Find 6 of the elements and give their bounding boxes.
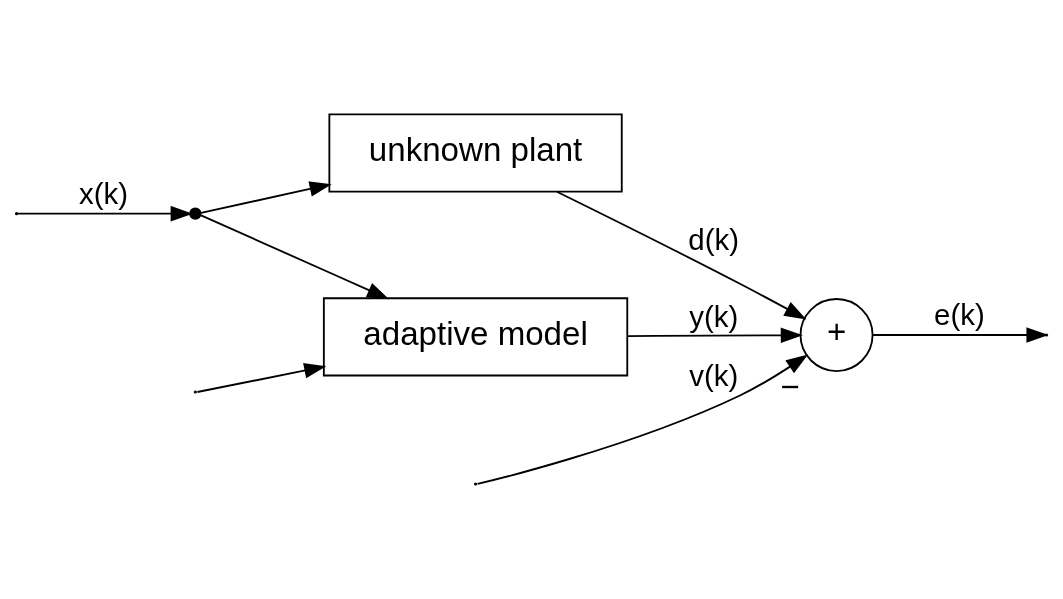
edge-label: y(k) (689, 300, 739, 334)
edge-label: x(k) (79, 177, 129, 211)
edge-label: e(k) (934, 298, 985, 332)
edge-label: d(k) (688, 223, 740, 257)
edge-label: v(k) (689, 359, 739, 393)
node-label: − (780, 367, 800, 405)
